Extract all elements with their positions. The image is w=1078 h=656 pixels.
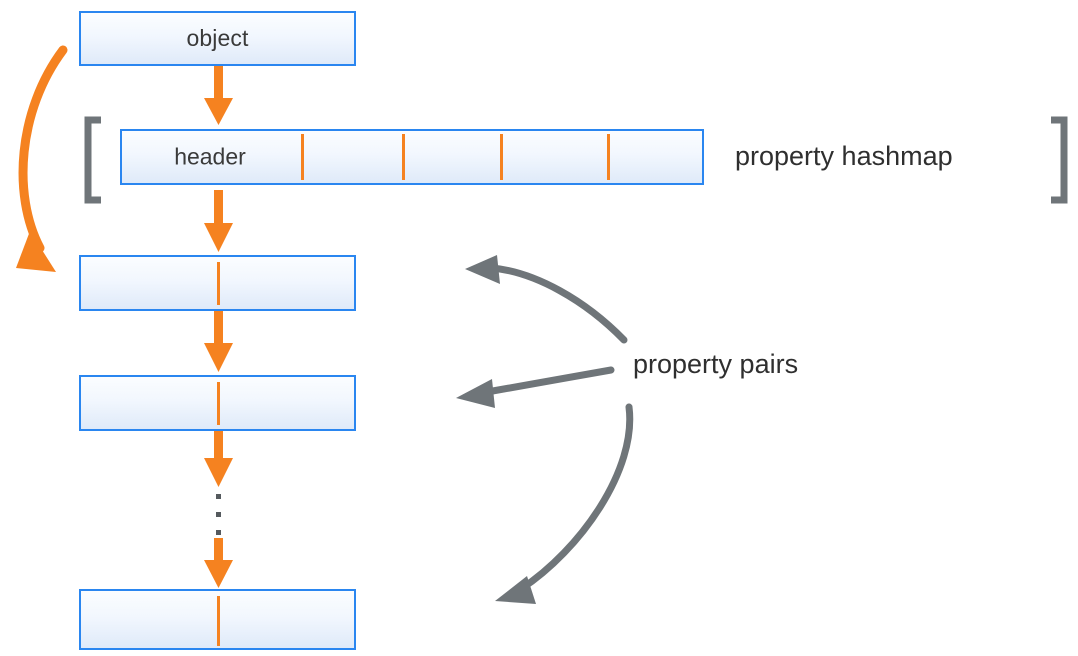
property-hashmap-row[interactable]: header xyxy=(120,129,704,185)
property-pair-divider-1 xyxy=(217,262,220,305)
hashmap-slot-divider-2 xyxy=(402,134,405,180)
arrow-ellipsis-to-pair-3 xyxy=(204,538,233,588)
hashmap-slot-divider-1 xyxy=(301,134,304,180)
pairs-pointer-arrow-bottom xyxy=(495,403,634,604)
arrow-pair-2-to-ellipsis xyxy=(204,431,233,487)
object-box-label: object xyxy=(186,25,249,51)
property-pair-divider-3 xyxy=(217,596,220,646)
object-to-pairs-curved-arrow xyxy=(16,45,68,272)
pairs-pointer-arrow-top xyxy=(465,255,628,344)
object-box[interactable]: object xyxy=(79,11,356,66)
hashmap-bracket-right xyxy=(1051,116,1068,204)
arrow-pair-1-to-pair-2 xyxy=(204,311,233,372)
property-pair-divider-2 xyxy=(217,382,220,425)
property-pairs-label: property pairs xyxy=(633,349,799,379)
header-cell-label: header xyxy=(174,143,246,170)
property-hashmap-label: property hashmap xyxy=(735,141,953,171)
hashmap-slot-divider-3 xyxy=(500,134,503,180)
hashmap-slot-divider-4 xyxy=(607,134,610,180)
arrow-header-to-pair-1 xyxy=(204,190,233,252)
arrow-object-to-header xyxy=(204,66,233,125)
pairs-pointer-arrow-middle xyxy=(456,366,615,408)
hashmap-bracket-left xyxy=(84,116,101,204)
